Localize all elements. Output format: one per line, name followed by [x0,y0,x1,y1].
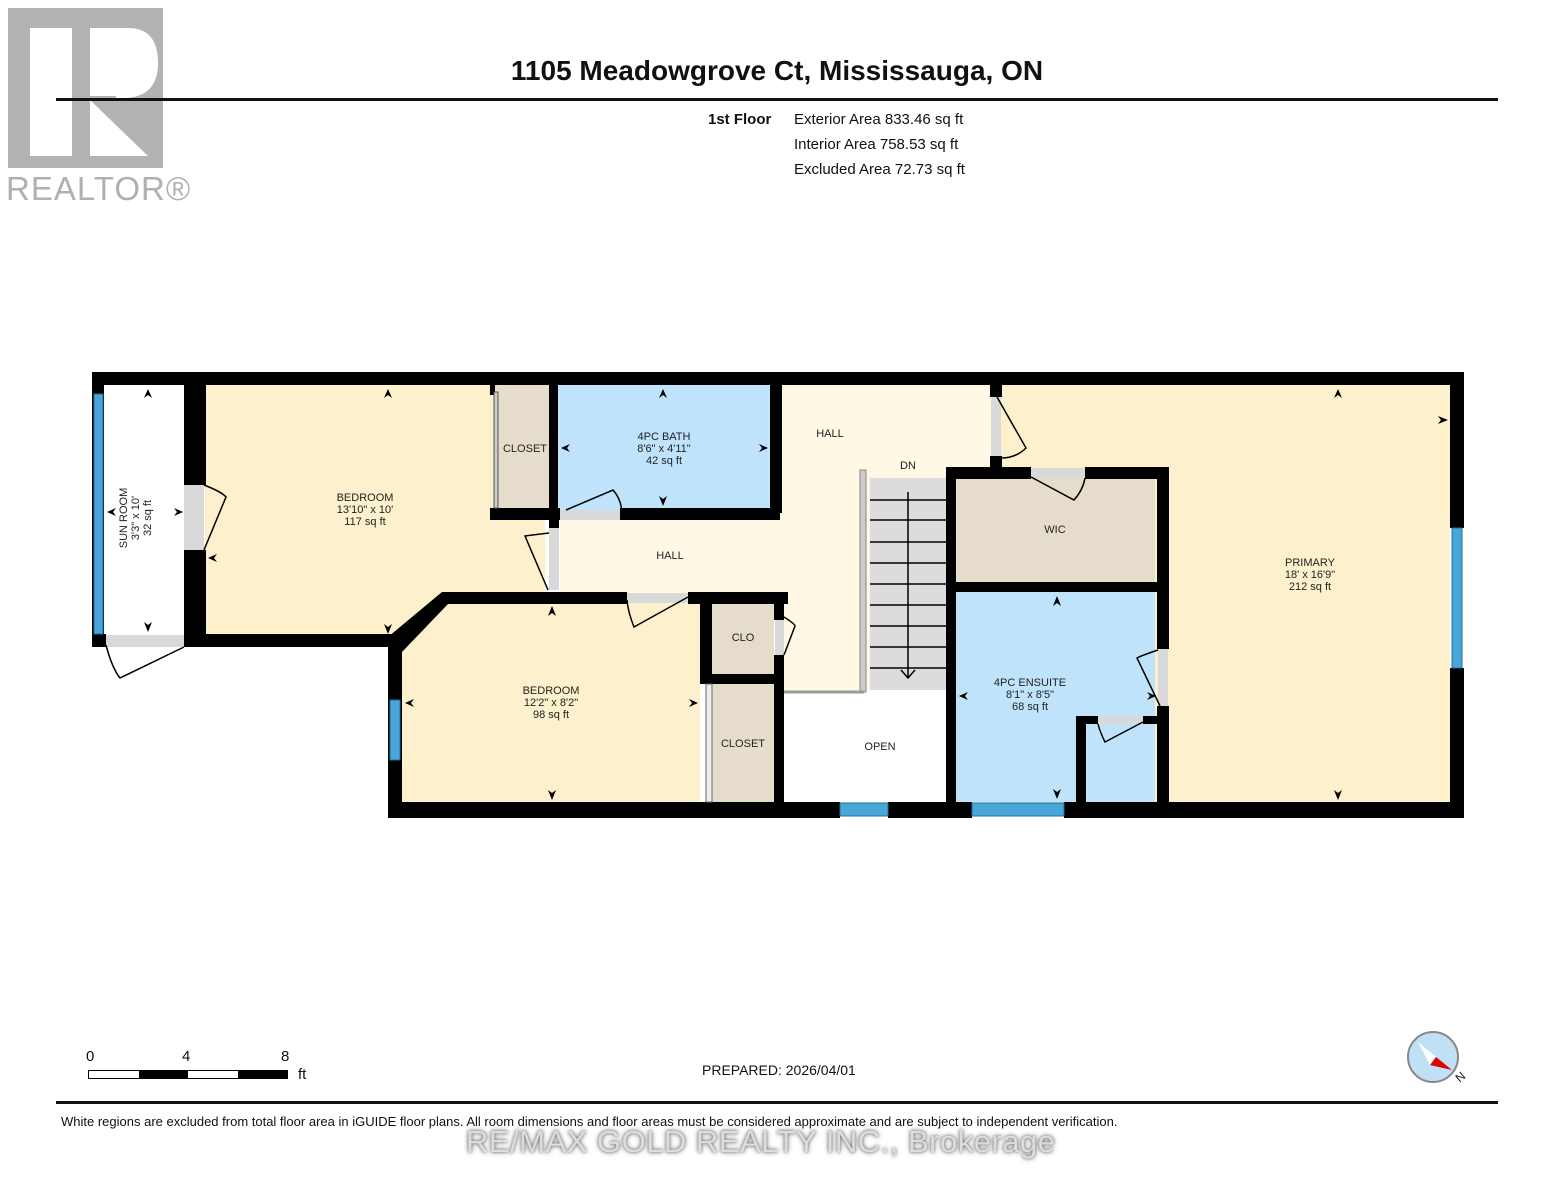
room-dims: 12'2" x 8'2" [523,697,579,709]
realtor-logo [8,8,163,168]
room-area: 117 sq ft [344,516,386,528]
closet-2-floor [712,684,774,802]
room-hall-lower: HALL [640,550,700,562]
bath-floor [558,385,770,513]
windows [93,393,1463,817]
room-name: HALL [656,550,684,562]
footer-divider [56,1101,1498,1104]
room-area: 32 sq ft [142,499,154,537]
room-dims: 8'1" x 8'5" [1005,689,1055,701]
room-sun-room: SUN ROOM 3'3" x 10' 32 sq ft [118,468,154,568]
room-bedroom-1: BEDROOM 13'10" x 10' 117 sq ft [295,492,435,528]
room-name: OPEN [864,741,896,753]
room-dims: 13'10" x 10' [336,504,394,516]
header-divider [56,98,1498,101]
interior-area: Interior Area 758.53 sq ft [794,136,959,153]
room-name: HALL [816,428,844,440]
clo-floor [712,602,774,674]
scale-unit: ft [298,1066,307,1083]
room-area: 212 sq ft [1288,581,1332,593]
scale-label-0: 0 [86,1048,95,1065]
bedroom-1-floor [205,385,545,637]
room-name: WIC [1044,524,1066,536]
floor-name: 1st Floor [708,111,772,128]
ensuite-floor [955,592,1155,802]
room-dims: 18' x 16'9" [1284,569,1336,581]
room-open: OPEN [850,741,910,753]
exterior-area: Exterior Area 833.46 sq ft [794,111,964,128]
realtor-logo-text: REALTOR® [6,170,192,207]
scale-label-4: 4 [182,1048,191,1065]
room-name: BEDROOM [336,492,394,504]
brokerage-watermark: RE/MAX GOLD REALTY INC., Brokerage [466,1124,1056,1159]
room-closet-2: CLOSET [713,738,773,750]
room-name: CLOSET [720,738,765,750]
scale-bar [88,1070,288,1079]
open-floor [782,690,946,802]
doors [105,391,1168,803]
room-hall-upper: HALL [800,428,860,440]
sun-room-floor [104,385,184,635]
dimension-markers [107,389,1448,800]
scale-label-8: 8 [281,1048,290,1065]
room-name: BEDROOM [522,685,580,697]
compass-icon [1407,1031,1459,1083]
room-area: 42 sq ft [645,455,683,467]
room-clo: CLO [713,632,773,644]
room-name: DN [900,460,916,472]
room-primary: PRIMARY 18' x 16'9" 212 sq ft [1250,557,1370,593]
room-area: 98 sq ft [532,709,570,721]
room-closet-1: CLOSET [496,443,554,455]
bedroom-2-floor [402,602,700,803]
closet-1-floor [494,385,549,513]
stairs-down-label: DN [888,460,928,472]
prepared-date: PREPARED: 2026/04/01 [702,1062,856,1078]
room-wic: WIC [1025,524,1085,536]
wic-floor [955,478,1155,582]
disclaimer-note: White regions are excluded from total fl… [61,1114,1118,1129]
room-bedroom-2: BEDROOM 12'2" x 8'2" 98 sq ft [491,685,611,721]
realtor-r-icon [30,28,158,156]
room-name: SUN ROOM [118,487,130,549]
room-4pc-bath: 4PC BATH 8'6" x 4'11" 42 sq ft [604,431,724,467]
room-name: 4PC ENSUITE [993,677,1067,689]
room-area: 68 sq ft [1011,701,1049,713]
stair-treads [870,492,946,680]
excluded-area: Excluded Area 72.73 sq ft [794,161,965,178]
room-name: CLOSET [502,443,547,455]
room-dims: 8'6" x 4'11" [637,443,691,455]
room-name: 4PC BATH [637,431,691,443]
room-name: PRIMARY [1285,557,1335,569]
room-name: CLO [731,632,755,644]
room-4pc-ensuite: 4PC ENSUITE 8'1" x 8'5" 68 sq ft [970,677,1090,713]
room-dims: 3'3" x 10' [130,495,142,541]
page-title: 1105 Meadowgrove Ct, Mississauga, ON [510,55,1044,86]
